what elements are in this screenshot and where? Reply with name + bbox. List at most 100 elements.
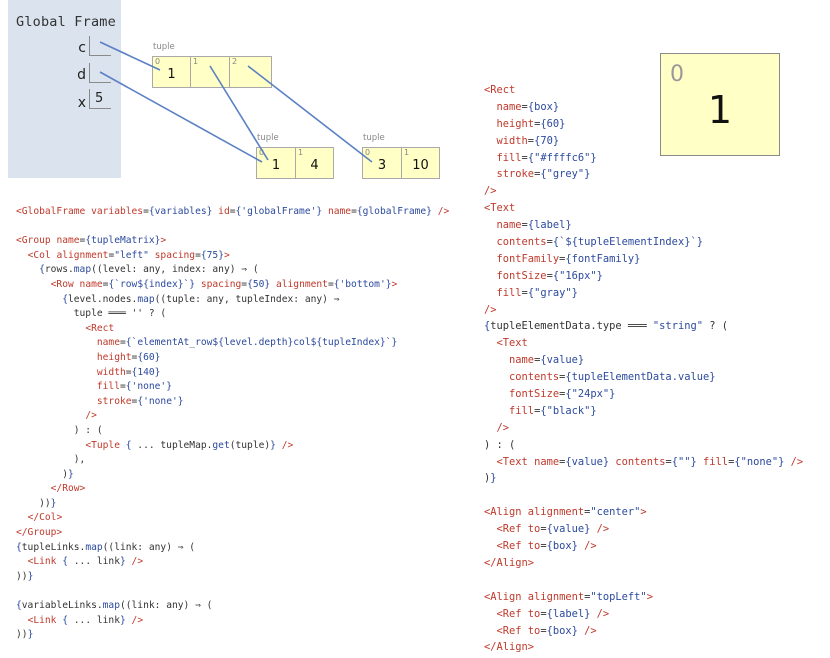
code-token: {`row${index}`} — [108, 278, 196, 290]
code-token: name — [534, 455, 560, 468]
code-token: } — [596, 269, 603, 282]
code-token: "#ffffc6" — [534, 151, 591, 164]
code-token: {label} — [546, 607, 591, 620]
code-line: ))} — [16, 570, 449, 585]
code-line: <Rect — [16, 322, 449, 337]
code-token: "left" — [114, 249, 149, 261]
code-token: {'none'} — [137, 395, 184, 407]
code-line — [484, 572, 803, 589]
code-token: { — [540, 168, 547, 181]
code-line: tuple ═══ '' ? ( — [16, 307, 449, 322]
code-token — [16, 279, 51, 290]
code-token — [484, 135, 497, 147]
code-token: /> — [590, 607, 610, 620]
code-token: alignment — [56, 249, 109, 261]
code-line: name={label} — [484, 217, 803, 234]
tuple-cell: 0 3 — [363, 148, 402, 178]
code-token: </Align> — [484, 641, 535, 654]
code-token: <Ref — [496, 540, 528, 553]
code-line: <Align alignment="center"> — [484, 504, 803, 521]
code-token: = — [521, 100, 528, 113]
code-token: = — [540, 607, 547, 620]
code-line: <Text — [484, 335, 803, 352]
code-token: </Col> — [27, 512, 63, 524]
tuple-cell-index: 0 — [155, 57, 161, 66]
code-token — [16, 512, 28, 523]
tuple-cell-value: 10 — [412, 158, 429, 173]
code-line: stroke={"grey"} — [484, 166, 803, 183]
code-token: = — [584, 506, 591, 519]
code-token: } — [27, 570, 34, 582]
variable-slot-x: 5 — [89, 89, 111, 109]
code-token: } — [571, 286, 578, 299]
code-token: { — [565, 388, 572, 401]
code-token: = — [521, 151, 528, 164]
code-token: fontSize — [509, 388, 560, 401]
code-line: <Ref to={box} /> — [484, 538, 803, 555]
code-token: name — [322, 206, 352, 217]
code-token: )) — [16, 570, 28, 582]
code-token — [16, 337, 97, 348]
code-token: "black" — [546, 404, 591, 417]
code-token — [16, 381, 97, 392]
code-line: ))} — [16, 497, 449, 512]
variable-slot-d — [89, 63, 111, 83]
code-token: /> — [577, 540, 597, 553]
code-token — [484, 253, 497, 265]
tuple-box: 0 3 1 10 — [362, 147, 440, 179]
code-token: } — [609, 388, 616, 401]
code-token: get — [212, 439, 230, 451]
code-line: </Align> — [484, 555, 803, 572]
code-token: tupleLinks. — [21, 541, 86, 553]
code-token: = — [108, 249, 115, 261]
code-token — [16, 294, 62, 305]
code-token: {value} — [565, 455, 610, 468]
code-token: ((link: any) ⇒ ( — [102, 541, 196, 553]
code-token: /> — [125, 556, 144, 568]
code-token: fontFamily — [496, 252, 560, 265]
code-line: </Col> — [16, 511, 449, 526]
code-token: { — [734, 455, 741, 468]
code-token: fill — [96, 381, 120, 393]
code-token — [484, 152, 497, 164]
code-token: = — [559, 371, 566, 384]
code-token: { — [527, 286, 535, 299]
code-token: > — [391, 278, 398, 290]
code-token — [16, 556, 28, 567]
code-token: name — [79, 278, 103, 290]
code-token: <Row — [50, 278, 80, 290]
code-line: ) : ( — [484, 437, 803, 454]
code-token: {50} — [247, 278, 271, 290]
code-token: = — [584, 590, 591, 603]
code-token: alignment — [527, 590, 585, 603]
code-token: } — [50, 497, 57, 509]
code-line: fontSize={"16px"} — [484, 268, 803, 285]
code-token: ) : ( — [484, 438, 516, 451]
code-token — [484, 625, 497, 637]
code-token: "gray" — [534, 286, 572, 299]
code-token: <Rect — [484, 84, 516, 96]
code-token — [484, 608, 497, 620]
code-line — [484, 487, 803, 504]
code-line: {tupleElementData.type ═══ "string" ? ( — [484, 318, 803, 335]
code-token: {60} — [137, 351, 161, 363]
code-token: stroke — [496, 168, 535, 181]
code-token: } — [490, 472, 497, 485]
code-token: "center" — [590, 506, 641, 519]
code-token: /> — [484, 303, 497, 316]
code-token: /> — [125, 614, 144, 626]
code-line: contents={`${tupleElementIndex}`} — [484, 234, 803, 251]
code-token: = — [521, 286, 528, 299]
global-frame-title: Global Frame — [16, 14, 116, 30]
code-line: width={70} — [484, 133, 803, 150]
code-token: width — [96, 366, 126, 378]
code-token: = — [540, 624, 547, 637]
code-token: ((link: any) ⇒ ( — [119, 600, 213, 612]
code-token — [16, 264, 39, 275]
code-token: {box} — [527, 100, 560, 113]
tuple-cell-index: 0 — [259, 148, 265, 157]
code-token: {`${tupleElementIndex}`} — [552, 236, 703, 249]
code-token: fill — [496, 151, 522, 164]
code-line: width={140} — [16, 366, 449, 381]
code-token: = — [521, 219, 528, 232]
